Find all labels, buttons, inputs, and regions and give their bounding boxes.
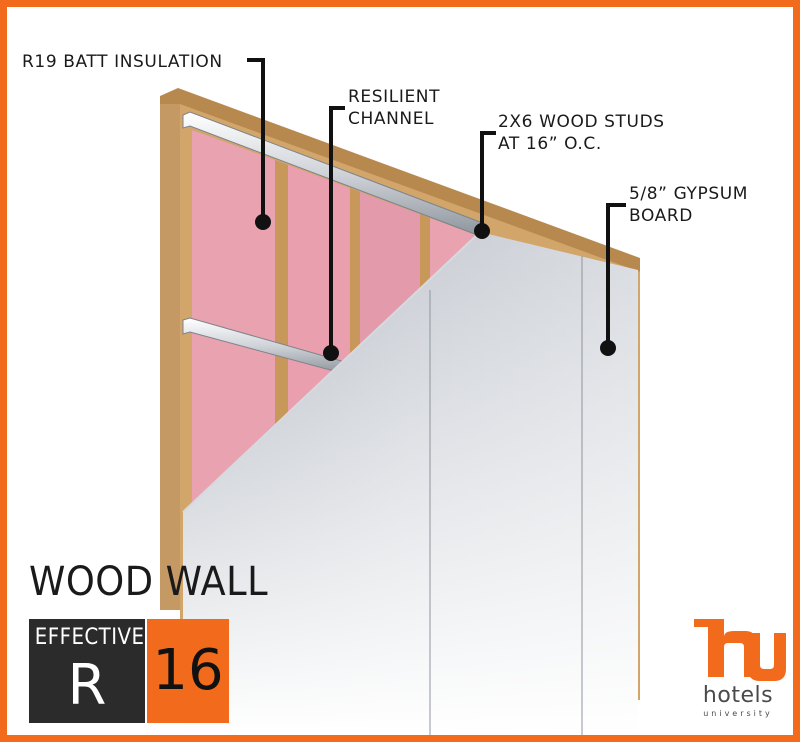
wall-section-illustration — [160, 58, 640, 735]
r-value-number: 16 — [147, 619, 229, 723]
channel-marker — [323, 345, 339, 361]
logo-subtitle: university — [703, 709, 773, 718]
r-letter: R — [67, 653, 107, 718]
gypsum-label-line1: 5/8” GYPSUM — [629, 184, 749, 204]
r-value-label-box: EFFECTIVE R — [29, 619, 145, 723]
insulation-callout: R19 BATT INSULATION — [22, 51, 223, 73]
gypsum-board — [182, 231, 638, 735]
studs-label-line1: 2X6 WOOD STUDS — [498, 112, 665, 132]
studs-callout: 2X6 WOOD STUDS AT 16” O.C. — [498, 111, 665, 155]
effective-label: EFFECTIVE — [34, 625, 145, 650]
channel-label-line1: RESILIENT — [348, 87, 441, 107]
gypsum-callout: 5/8” GYPSUM BOARD — [629, 183, 748, 227]
logo-wordmark: hotels — [702, 683, 774, 708]
studs-marker — [474, 223, 490, 239]
insulation-label: R19 BATT INSULATION — [22, 52, 223, 72]
gypsum-marker — [600, 340, 616, 356]
wall-type-title: WOOD WALL — [29, 559, 269, 605]
channel-label-line2: CHANNEL — [348, 109, 435, 129]
channel-callout: RESILIENT CHANNEL — [348, 86, 440, 130]
insulation-marker — [255, 214, 271, 230]
gypsum-label-line2: BOARD — [629, 206, 693, 226]
callout-leaders — [247, 58, 626, 361]
studs-label-line2: AT 16” O.C. — [498, 134, 602, 154]
hu-monogram-icon — [694, 619, 786, 681]
